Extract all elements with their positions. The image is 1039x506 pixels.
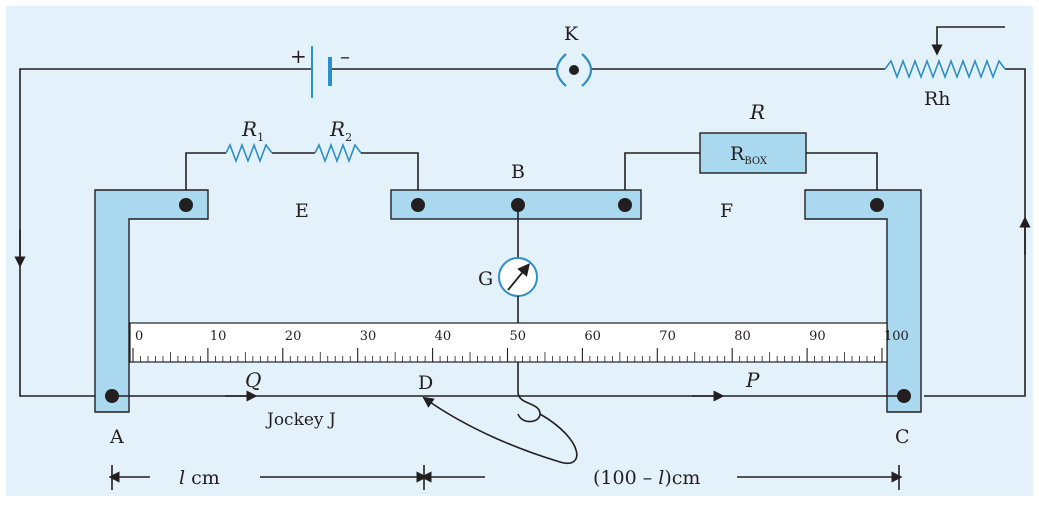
jockey-label: Jockey J xyxy=(265,410,336,430)
rheostat-label: Rh xyxy=(924,88,951,110)
rbox-right-wire xyxy=(806,152,878,205)
rheostat xyxy=(884,26,1006,80)
r2-to-b-wire xyxy=(361,152,419,205)
panel-background xyxy=(6,6,1033,496)
scale-tick-label: 50 xyxy=(510,329,527,344)
terminal-b-left xyxy=(411,198,425,212)
scale-tick-labels: 0 10 20 30 40 50 60 70 80 90 100 xyxy=(135,329,909,344)
p-label: P xyxy=(745,368,760,392)
scale-tick-label: 0 xyxy=(135,329,143,344)
length-dimension-right xyxy=(420,465,903,490)
right-l-strip xyxy=(804,189,922,413)
scale-tick-label: 60 xyxy=(584,329,601,344)
main-loop-wire xyxy=(14,68,1031,397)
a-label: A xyxy=(109,426,124,448)
battery xyxy=(311,46,332,98)
r1-r2-branch-wire xyxy=(185,152,226,205)
galvanometer xyxy=(498,257,538,297)
battery-plus-label: + xyxy=(290,44,307,68)
r2-resistor xyxy=(314,142,362,164)
galvanometer-label: G xyxy=(478,268,493,290)
scale-tick-label: 70 xyxy=(659,329,676,344)
gap-f-label: F xyxy=(720,200,733,222)
scale-tick-label: 80 xyxy=(734,329,751,344)
r1-resistor xyxy=(225,142,273,164)
scale-tick-label: 30 xyxy=(360,329,377,344)
key-switch xyxy=(555,53,593,87)
scale-ticks xyxy=(132,348,883,362)
terminal-b-right xyxy=(618,198,632,212)
c-label: C xyxy=(895,426,910,448)
terminal-left-top xyxy=(179,198,193,212)
left-l-strip xyxy=(94,189,209,413)
scale-tick-label: 40 xyxy=(435,329,452,344)
r1-label: R1 xyxy=(241,117,264,144)
metre-scale xyxy=(129,322,888,363)
scale-tick-label: 20 xyxy=(285,329,302,344)
rbox-left-wire xyxy=(624,152,700,205)
resistance-box xyxy=(699,132,807,174)
rbox-label: RBOX xyxy=(730,143,768,167)
q-label: Q xyxy=(245,368,261,392)
terminal-right-top xyxy=(870,198,884,212)
jockey-lead xyxy=(422,396,578,465)
scale-tick-label: 10 xyxy=(210,329,227,344)
d-label: D xyxy=(418,372,433,394)
scale-tick-label: 90 xyxy=(809,329,826,344)
key-label: K xyxy=(564,23,579,45)
length-rest-label: (100 – l)cm xyxy=(593,467,700,489)
galvanometer-wire-down xyxy=(517,296,541,423)
battery-minus-label: – xyxy=(340,44,350,68)
node-b-label: B xyxy=(511,161,525,183)
gap-e-label: E xyxy=(295,200,309,222)
scale-tick-label: 100 xyxy=(884,329,909,344)
r2-label: R2 xyxy=(329,117,352,144)
r-label: R xyxy=(749,100,765,124)
